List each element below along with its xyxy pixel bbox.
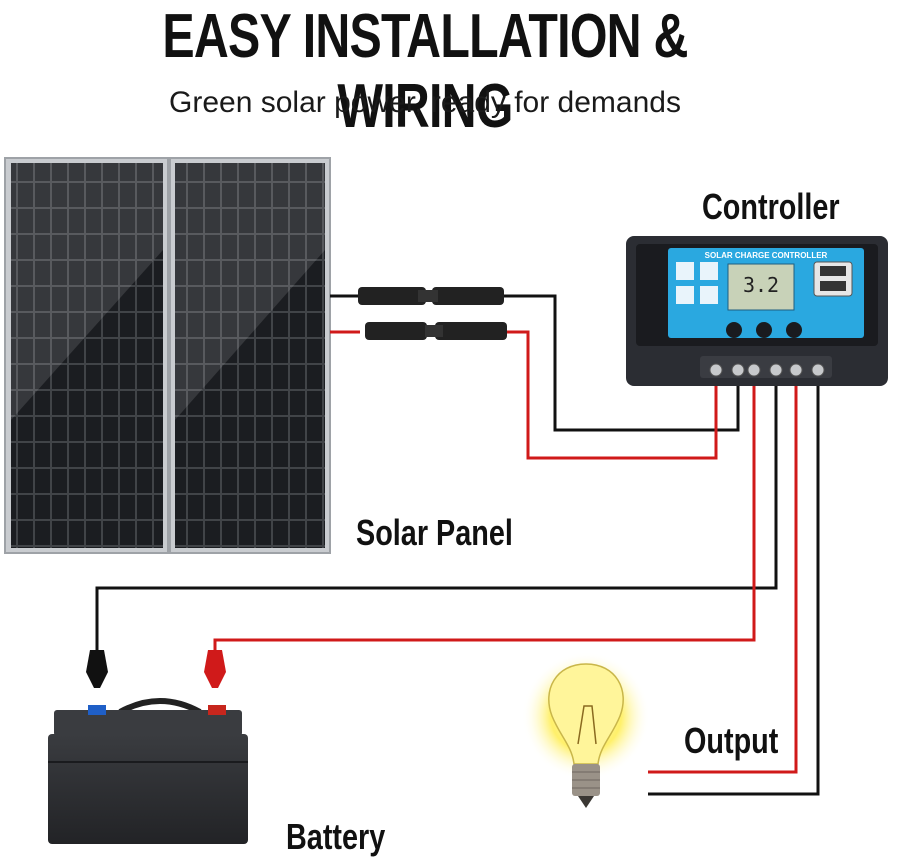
- wire-panel-positive: [507, 330, 718, 460]
- battery-label: Battery: [286, 816, 386, 857]
- controller-panel-text: SOLAR CHARGE CONTROLLER: [705, 251, 828, 260]
- light-bulb: [522, 652, 650, 808]
- mc4-connectors: [330, 287, 507, 340]
- solar-panel-right: [169, 157, 331, 554]
- wire-output-positive: [648, 372, 798, 774]
- solar-panel-label: Solar Panel: [356, 512, 513, 553]
- page-title: EASY INSTALLATION & WIRING: [162, 2, 688, 141]
- wire-battery-negative: [95, 372, 778, 650]
- solar-panel-left: [4, 157, 169, 554]
- battery-clamp-negative: [86, 650, 108, 688]
- battery: [48, 698, 248, 844]
- wire-battery-positive: [213, 372, 756, 650]
- page-subtitle: Green solar power, ready for demands: [169, 86, 681, 119]
- controller-label: Controller: [702, 186, 840, 227]
- controller-lcd-reading: 3.2: [743, 273, 779, 297]
- wire-output-negative: [648, 372, 820, 796]
- charge-controller: [626, 236, 888, 386]
- wire-panel-negative: [504, 294, 740, 432]
- battery-clamp-positive: [204, 650, 226, 688]
- output-label: Output: [684, 720, 779, 761]
